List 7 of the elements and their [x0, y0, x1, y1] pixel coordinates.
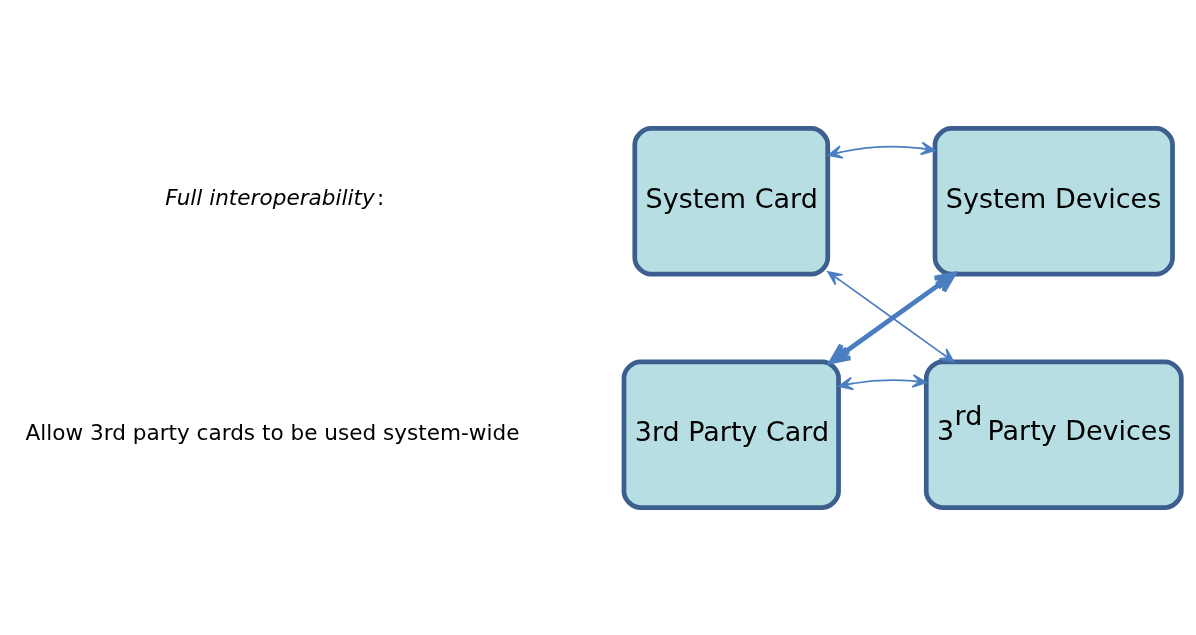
arrow — [827, 141, 936, 159]
node-box: 3rd Party Card — [621, 359, 841, 510]
node-box: System Card — [632, 125, 831, 276]
node-box: System Devices — [932, 125, 1175, 276]
label: Full interoperability: — [165, 184, 385, 210]
arrow — [838, 373, 928, 390]
label: Allow 3rd party cards to be used system-wide — [25, 419, 520, 445]
